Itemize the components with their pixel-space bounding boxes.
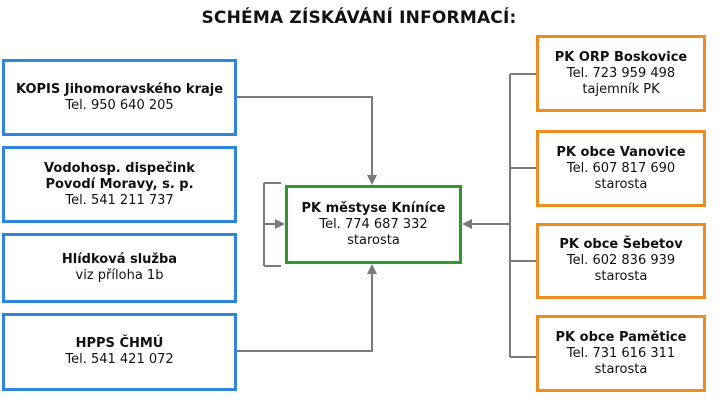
diagram-title: SCHÉMA ZÍSKÁVÁNÍ INFORMACÍ: (201, 8, 517, 28)
pametice-phone: Tel. 731 616 311 (566, 345, 676, 361)
orp-boskovice-box: PK ORP Boskovice Tel. 723 959 498 tajemn… (536, 35, 706, 112)
connector-kopis (237, 96, 377, 185)
sebetov-phone: Tel. 602 836 939 (566, 253, 676, 268)
kopis-box: KOPIS Jihomoravského kraje Tel. 950 640 … (2, 59, 237, 136)
hpps-name: HPPS ČHMÚ (75, 336, 164, 351)
vodohosp-box: Vodohosp. dispečink Povodí Moravy, s. p.… (2, 146, 237, 223)
connector-hpps (237, 264, 377, 352)
orp-boskovice-role: tajemník PK (582, 81, 660, 97)
kopis-phone: Tel. 950 640 205 (65, 97, 174, 113)
orp-boskovice-phone: Tel. 723 959 498 (566, 65, 676, 81)
hlidkova-box: Hlídková služba viz příloha 1b (2, 233, 237, 303)
center-phone: Tel. 774 687 332 (319, 216, 428, 232)
vanovice-phone: Tel. 607 817 690 (566, 160, 676, 176)
sebetov-box: PK obce Šebetov Tel. 602 836 939 starost… (536, 223, 706, 299)
hpps-phone: Tel. 541 421 072 (65, 352, 174, 367)
vanovice-name: PK obce Vanovice (556, 144, 686, 160)
center-box: PK městyse Kníníce Tel. 774 687 332 star… (285, 185, 462, 264)
vanovice-box: PK obce Vanovice Tel. 607 817 690 staros… (536, 130, 706, 207)
center-name: PK městyse Kníníce (301, 200, 446, 216)
vodohosp-phone: Tel. 541 211 737 (65, 192, 174, 208)
orp-boskovice-name: PK ORP Boskovice (554, 49, 688, 65)
pametice-name: PK obce Pamětice (555, 329, 687, 345)
vanovice-role: starosta (594, 176, 648, 192)
vodohosp-name-line1: Vodohosp. dispečink (44, 160, 195, 176)
pametice-role: starosta (594, 361, 648, 377)
center-role: starosta (347, 232, 400, 248)
vodohosp-name-line2: Povodí Moravy, s. p. (45, 176, 194, 192)
hlidkova-name: Hlídková služba (61, 252, 178, 267)
sebetov-role: starosta (594, 269, 648, 284)
kopis-name: KOPIS Jihomoravského kraje (15, 81, 224, 97)
hlidkova-note: viz příloha 1b (75, 268, 164, 283)
sebetov-name: PK obce Šebetov (559, 237, 683, 252)
pametice-box: PK obce Pamětice Tel. 731 616 311 staros… (536, 315, 706, 392)
hpps-box: HPPS ČHMÚ Tel. 541 421 072 (2, 313, 237, 391)
